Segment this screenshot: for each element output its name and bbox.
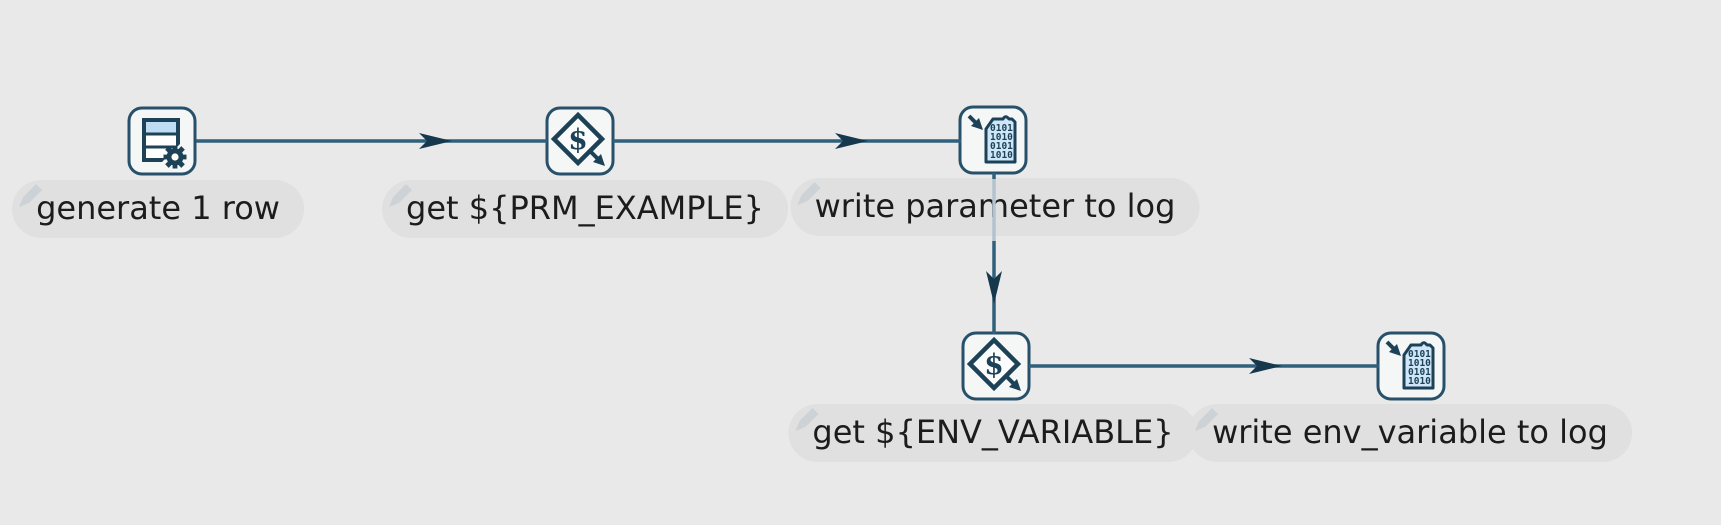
transform-node-get-variables-1[interactable]: $: [545, 106, 615, 176]
hop-generate-rows-to-get-variables-1[interactable]: [196, 133, 547, 149]
transform-node-generate-rows[interactable]: [127, 106, 197, 176]
table-gear-icon: [127, 106, 197, 176]
svg-text:0101: 0101: [990, 141, 1013, 152]
binary-log-icon: 0101 1010 0101 1010: [958, 105, 1028, 175]
hop-write-to-log-1-to-get-variables-2[interactable]: [986, 173, 1002, 334]
svg-text:1010: 1010: [990, 132, 1013, 143]
svg-text:1010: 1010: [1408, 358, 1431, 369]
transform-label-get-variables-1[interactable]: get ${PRM_EXAMPLE}: [382, 180, 788, 238]
svg-text:1010: 1010: [990, 150, 1013, 161]
edit-pencil-icon[interactable]: [384, 180, 420, 210]
hop-arrowhead: [835, 133, 868, 149]
edit-pencil-icon[interactable]: [14, 180, 50, 210]
hop-arrowhead: [986, 271, 1002, 304]
transform-node-write-to-log-1[interactable]: 0101 1010 0101 1010: [958, 105, 1028, 175]
dollar-diamond-icon: $: [961, 331, 1031, 401]
hop-arrowhead: [1249, 358, 1282, 374]
edit-pencil-icon[interactable]: [790, 404, 826, 434]
transform-label-text: write env_variable to log: [1212, 413, 1608, 451]
transform-label-get-variables-2[interactable]: get ${ENV_VARIABLE}: [788, 404, 1198, 462]
transform-node-get-variables-2[interactable]: $: [961, 331, 1031, 401]
transform-node-write-to-log-2[interactable]: 0101 1010 0101 1010: [1376, 331, 1446, 401]
transform-label-text: generate 1 row: [36, 189, 280, 227]
edit-pencil-icon[interactable]: [793, 178, 829, 208]
hop-arrowhead: [419, 133, 452, 149]
transform-label-text: get ${ENV_VARIABLE}: [812, 413, 1174, 451]
svg-text:0101: 0101: [1408, 367, 1431, 378]
dollar-diamond-icon: $: [545, 106, 615, 176]
svg-text:$: $: [568, 123, 587, 156]
svg-text:0101: 0101: [1408, 349, 1431, 360]
transform-label-generate-rows[interactable]: generate 1 row: [12, 180, 304, 238]
edit-pencil-icon[interactable]: [1190, 404, 1226, 434]
hop-get-variables-2-to-write-to-log-2[interactable]: [1029, 358, 1379, 374]
binary-log-icon: 0101 1010 0101 1010: [1376, 331, 1446, 401]
svg-text:$: $: [984, 348, 1003, 381]
svg-text:1010: 1010: [1408, 376, 1431, 387]
transform-label-write-to-log-2[interactable]: write env_variable to log: [1188, 404, 1632, 462]
transform-label-text: get ${PRM_EXAMPLE}: [406, 189, 764, 227]
hop-get-variables-1-to-write-to-log-1[interactable]: [613, 133, 961, 149]
svg-text:0101: 0101: [990, 123, 1013, 134]
